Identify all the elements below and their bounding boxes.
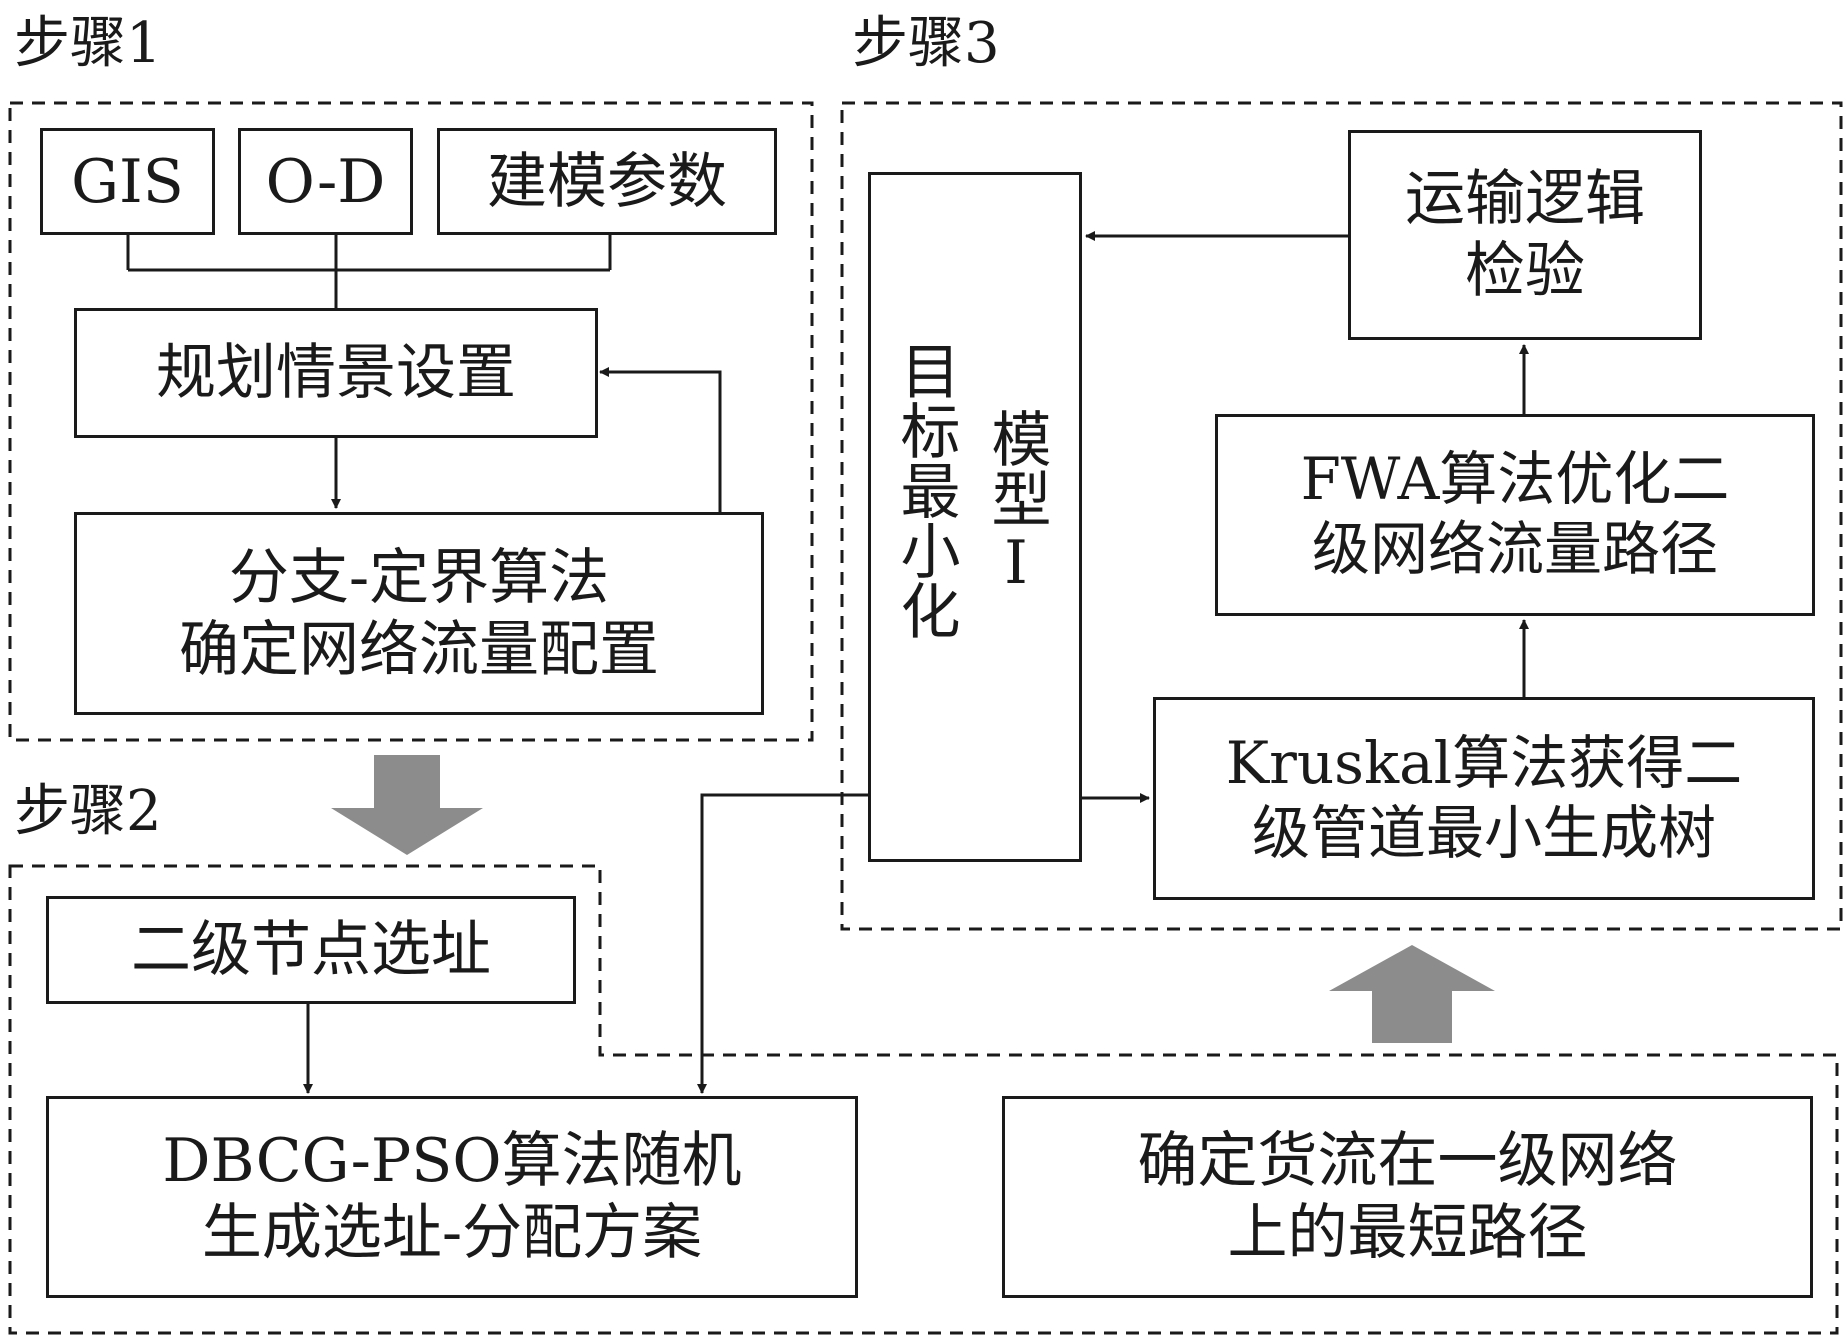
od-box: O-D	[238, 128, 413, 235]
scenario-box: 规划情景设置	[74, 308, 598, 438]
node-site-label: 二级节点选址	[131, 915, 491, 985]
bnb-box: 分支-定界算法 确定网络流量配置	[74, 512, 764, 715]
step3-label: 步骤3	[852, 11, 1000, 76]
model-box	[868, 172, 1082, 862]
od-label: O-D	[265, 146, 386, 217]
step2-label: 步骤2	[14, 779, 162, 844]
bnb-line2: 确定网络流量配置	[179, 614, 659, 685]
kruskal-line1: Kruskal算法获得二	[1225, 728, 1743, 797]
step1-label: 步骤1	[14, 11, 162, 76]
node-site-box: 二级节点选址	[46, 896, 576, 1004]
model-to-dbcg-arrow	[697, 793, 868, 1094]
shortest-path-line1: 确定货流在一级网络	[1137, 1126, 1678, 1196]
step1-region	[8, 101, 814, 742]
transport-check-box: 运输逻辑 检验	[1348, 130, 1702, 340]
shortest-path-line2: 上的最短路径	[1227, 1198, 1588, 1268]
step2-region	[8, 864, 1839, 1335]
kruskal-box: Kruskal算法获得二 级管道最小生成树	[1153, 697, 1815, 900]
bnb-line1: 分支-定界算法	[228, 542, 610, 613]
kruskal-line2: 级管道最小生成树	[1251, 798, 1716, 867]
dbcg-line1: DBCG-PSO算法随机	[162, 1126, 742, 1196]
transport-check-line1: 运输逻辑	[1405, 164, 1645, 234]
params-box: 建模参数	[437, 128, 777, 235]
big-down-arrow-icon	[331, 755, 483, 855]
step3-region	[840, 101, 1843, 931]
model-name-label: 模型Ⅰ	[981, 408, 1051, 598]
fwa-box: FWA算法优化二 级网络流量路径	[1215, 414, 1815, 616]
model-objective-label: 目标最小化	[890, 340, 960, 640]
dbcg-box: DBCG-PSO算法随机 生成选址-分配方案	[46, 1096, 858, 1298]
big-up-arrow-icon	[1329, 945, 1495, 1043]
scenario-label: 规划情景设置	[156, 338, 516, 408]
bnb-feedback-arrow	[599, 367, 722, 512]
shortest-path-box: 确定货流在一级网络 上的最短路径	[1002, 1096, 1813, 1298]
fwa-line2: 级网络流量路径	[1311, 515, 1718, 583]
dbcg-line2: 生成选址-分配方案	[201, 1198, 703, 1268]
params-label: 建模参数	[487, 146, 727, 217]
gis-label: GIS	[71, 146, 184, 217]
fwa-line1: FWA算法优化二	[1300, 445, 1730, 514]
transport-check-line2: 检验	[1465, 236, 1585, 306]
gis-box: GIS	[40, 128, 215, 235]
